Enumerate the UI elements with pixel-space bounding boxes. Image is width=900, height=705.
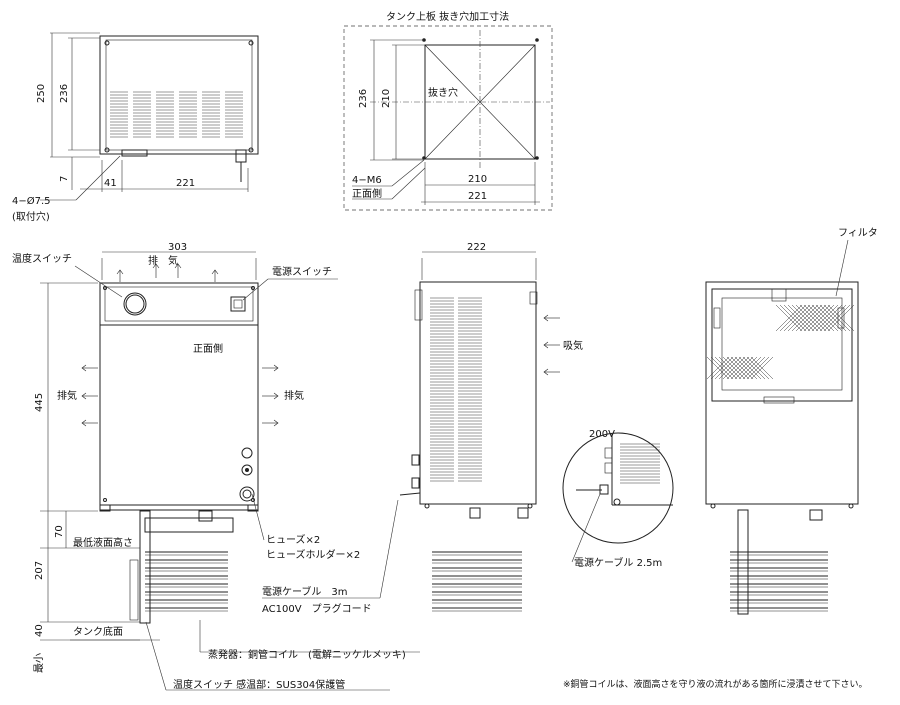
dim-250: 250 bbox=[36, 84, 47, 103]
exhaust-right-label: 排気 bbox=[284, 389, 304, 402]
dim-236: 236 bbox=[59, 84, 70, 103]
power-switch-label: 電源スイッチ bbox=[272, 265, 332, 278]
mount-hole-label: 4−Ø7.5 bbox=[12, 195, 51, 207]
exhaust-top-label: 排 気 bbox=[148, 254, 178, 267]
filter-mesh bbox=[706, 304, 855, 380]
dim-221: 221 bbox=[176, 178, 195, 189]
dim-40: 40 bbox=[34, 624, 45, 637]
power-cable-25m-label: 電源ケーブル 2.5m bbox=[574, 556, 662, 569]
top-view: 250 236 7 41 221 4−Ø7.5 (取付穴) bbox=[12, 32, 259, 223]
ac100v-label: AC100V プラグコード bbox=[262, 602, 372, 615]
mount-hole-mark bbox=[248, 147, 254, 153]
mesh-line bbox=[775, 304, 803, 332]
mesh-line bbox=[827, 304, 855, 332]
cutout-dim-210: 210 bbox=[381, 89, 392, 108]
mount-hole-mark bbox=[248, 40, 254, 46]
mesh-line bbox=[815, 304, 843, 332]
cutout-dim-210w: 210 bbox=[468, 174, 487, 185]
mesh-line bbox=[803, 304, 831, 332]
mesh-line bbox=[726, 356, 750, 380]
mesh-line bbox=[718, 356, 742, 380]
mesh-line bbox=[714, 356, 738, 380]
front-side-label: 正面側 bbox=[193, 342, 223, 355]
cutout-view: タンク上板 抜き穴加工寸法 抜き穴 236 210 210 221 4−M6 正… bbox=[343, 10, 553, 211]
temp-switch-label: 温度スイッチ bbox=[12, 252, 72, 265]
min-label: 最小 bbox=[33, 653, 45, 673]
cutout-dim-236: 236 bbox=[358, 89, 369, 108]
intake-label: 吸気 bbox=[563, 339, 583, 352]
dim-70: 70 bbox=[54, 525, 65, 538]
mesh-line bbox=[742, 356, 766, 380]
mesh-line bbox=[811, 304, 839, 332]
m6-label: 4−M6 bbox=[352, 175, 382, 186]
mesh-line bbox=[746, 356, 770, 380]
note-label: ※銅管コイルは、液面高さを守り液の流れがある箇所に浸漬させて下さい。 bbox=[563, 678, 868, 690]
detail-grille bbox=[620, 443, 660, 484]
side-grille bbox=[430, 297, 482, 482]
v200-label: 200V bbox=[589, 429, 615, 440]
mount-hole-sublabel: (取付穴) bbox=[12, 210, 50, 223]
mesh-line bbox=[738, 356, 762, 380]
mesh-line bbox=[807, 304, 835, 332]
side-coil bbox=[432, 551, 522, 612]
top-view-grille bbox=[110, 91, 243, 138]
mesh-line bbox=[710, 356, 734, 380]
power-cable-3m-label: 電源ケーブル 3m bbox=[262, 585, 348, 598]
tank-bottom-label: タンク底面 bbox=[73, 625, 123, 638]
dim-222: 222 bbox=[467, 242, 486, 253]
mesh-line bbox=[791, 304, 819, 332]
fuse-label: ヒューズ×2 bbox=[266, 533, 320, 546]
mesh-line bbox=[706, 356, 730, 380]
fuse-holder-label: ヒューズホルダー×2 bbox=[266, 548, 360, 561]
mesh-line bbox=[823, 304, 851, 332]
mesh-line bbox=[799, 304, 827, 332]
mesh-line bbox=[819, 304, 847, 332]
mesh-line bbox=[734, 356, 758, 380]
mesh-line bbox=[730, 356, 754, 380]
back-coil bbox=[730, 551, 828, 612]
min-liquid-label: 最低液面高さ bbox=[73, 536, 133, 549]
exhaust-left-label: 排気 bbox=[57, 389, 77, 402]
detail-200v: 200V 電源ケーブル 2.5m bbox=[562, 429, 674, 569]
dim-207: 207 bbox=[34, 561, 45, 580]
mesh-line bbox=[783, 304, 811, 332]
front-side-top-label: 正面側 bbox=[352, 187, 382, 200]
temp-sensor-label: 温度スイッチ 感温部：SUS304保護管 bbox=[173, 678, 345, 691]
front-coil bbox=[145, 551, 228, 612]
dim-7: 7 bbox=[59, 176, 70, 182]
mesh-line bbox=[795, 304, 823, 332]
dim-41: 41 bbox=[104, 178, 117, 189]
mesh-line bbox=[779, 304, 807, 332]
front-view: 排 気 排気 排気 正面側 温度スイッチ 電源スイッチ 303 445 70 2… bbox=[12, 242, 420, 691]
back-view: フィルタ bbox=[705, 227, 878, 615]
cutout-dim-221w: 221 bbox=[468, 191, 487, 202]
cutout-title: タンク上板 抜き穴加工寸法 bbox=[386, 10, 509, 23]
side-view: 222 吸気 電源ケーブル 3m AC100V プラグコード bbox=[262, 242, 583, 615]
mesh-line bbox=[787, 304, 815, 332]
filter-label: フィルタ bbox=[838, 227, 878, 239]
mount-hole-mark bbox=[104, 147, 110, 153]
evaporator-label: 蒸発器：銅管コイル (電解ニッケルメッキ) bbox=[208, 648, 406, 661]
mesh-line bbox=[750, 356, 774, 380]
dim-445: 445 bbox=[34, 393, 45, 412]
mount-hole-mark bbox=[104, 40, 110, 46]
cutout-hole-label: 抜き穴 bbox=[428, 86, 458, 99]
mesh-line bbox=[722, 356, 746, 380]
dim-303: 303 bbox=[168, 242, 187, 253]
